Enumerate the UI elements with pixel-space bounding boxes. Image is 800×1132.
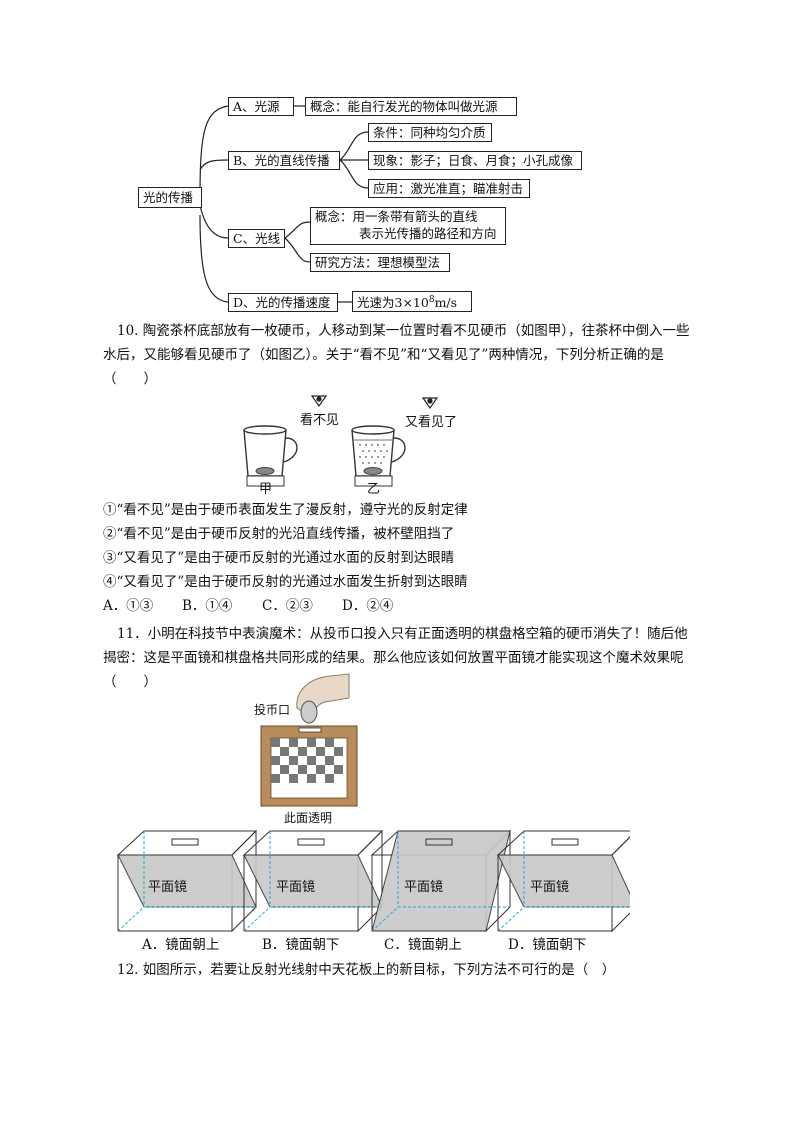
water-dots [359, 444, 388, 464]
mindmap-c-method: 研究方法：理想模型法 [310, 253, 450, 272]
box-d [496, 830, 630, 933]
mindmap-connectors [199, 105, 369, 303]
mindmap-a-label: A、光源 [228, 97, 294, 116]
q11-mirror-label-a: 平面镜 [148, 880, 188, 895]
mindmap-c-definition-line1: 概念：用一条带有箭头的直线 [315, 209, 478, 224]
q10-option-d[interactable]: D．②④ [342, 598, 394, 614]
box-b [242, 829, 384, 933]
q10-option-a[interactable]: A．①③ [103, 598, 154, 614]
q10-fig-left-label: 看不见 [300, 413, 340, 428]
mindmap-b-condition: 条件：同种均匀介质 [368, 123, 492, 142]
q10-statement-1: ①“看不见”是由于硬币表面发生了漫反射，遵守光的反射定律 [103, 502, 468, 518]
eye-icon [310, 395, 328, 408]
q10-statement-3: ③“又看见了”是由于硬币反射的光通过水面的反射到达眼睛 [103, 550, 455, 566]
mindmap-d-speed-unit: m/s [434, 295, 458, 311]
box-c [370, 829, 512, 933]
mindmap-d-label: D、光的传播速度 [228, 293, 338, 312]
q11-option-a[interactable]: A．镜面朝上 [142, 937, 220, 953]
q10-statement-4: ④“又看见了”是由于硬币反射的光通过水面发生折射到达眼睛 [103, 574, 468, 590]
q10-fig-right-label: 又看见了 [405, 415, 458, 430]
mindmap-d-speed-exponent: 8 [428, 295, 435, 305]
q11-stem: 11．小明在科技节中表演魔术：从投币口投入只有正面透明的棋盘格空箱的硬币消失了！… [103, 626, 688, 690]
q12-stem: 12. 如图所示，若要让反射光线射中天花板上的新目标，下列方法不可行的是（ ） [117, 962, 616, 978]
mindmap-c-definition: 概念：用一条带有箭头的直线 表示光传播的路径和方向 [310, 207, 506, 245]
q10-option-b[interactable]: B．①④ [182, 598, 233, 614]
coin-left [255, 467, 275, 475]
mindmap-d-speed-prefix: 光速为3×10 [357, 295, 429, 311]
box-a [116, 829, 258, 933]
q10-statement-2: ②“看不见”是由于硬币反射的光沿直线传播，被杯壁阻挡了 [103, 526, 455, 542]
q11-mirror-label-d: 平面镜 [530, 880, 570, 895]
mindmap-c-definition-line2: 表示光传播的路径和方向 [359, 226, 497, 241]
q10-option-c[interactable]: C．②③ [262, 598, 313, 614]
mindmap-b-phenomenon: 现象：影子；日食、月食；小孔成像 [368, 151, 582, 170]
mindmap-b-label: B、光的直线传播 [228, 151, 340, 170]
mindmap-c-label: C、光线 [228, 229, 285, 248]
q11-option-d[interactable]: D．镜面朝下 [508, 937, 587, 953]
mindmap-a-definition: 概念：能自行发光的物体叫做光源 [305, 97, 517, 116]
q10-fig-left-caption: 甲 [259, 482, 273, 497]
q11-slot-label: 投币口 [254, 703, 291, 717]
q11-mirror-label-c: 平面镜 [404, 880, 444, 895]
q10-figure [243, 395, 439, 487]
q11-magic-box-figure [260, 673, 358, 807]
q10-stem: 10. 陶瓷茶杯底部放有一枚硬币，人移动到某一位置时看不见硬币（如图甲），往茶杯… [103, 323, 690, 387]
q11-option-c[interactable]: C．镜面朝上 [384, 937, 462, 953]
q10-fig-right-caption: 乙 [367, 482, 381, 497]
q11-options-figure [116, 829, 630, 933]
coin-right [363, 467, 383, 475]
eye-icon [421, 397, 439, 410]
mindmap-root: 光的传播 [138, 187, 202, 208]
mindmap-b-application: 应用：激光准直；瞄准射击 [368, 179, 530, 198]
coin-icon [300, 700, 318, 724]
q11-option-b[interactable]: B．镜面朝下 [262, 937, 340, 953]
mindmap-d-speed: 光速为3×108m/s [352, 291, 472, 312]
q11-front-label: 此面透明 [284, 811, 333, 825]
q11-mirror-label-b: 平面镜 [276, 880, 316, 895]
